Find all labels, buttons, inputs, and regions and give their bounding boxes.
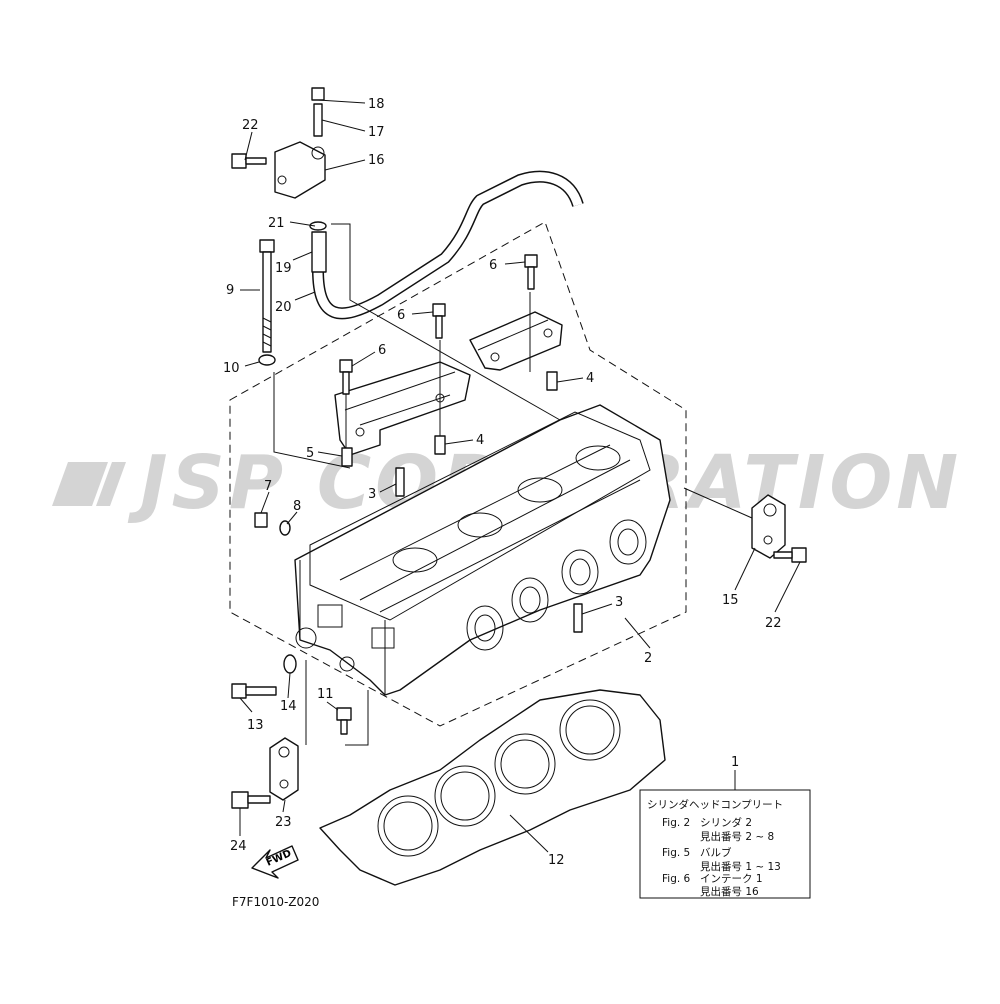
diagram-code: F7F1010-Z020 — [232, 895, 319, 909]
gasket-8 — [279, 520, 291, 536]
legend-fig: Fig. 5 — [662, 847, 690, 859]
bolt-6-b — [432, 303, 446, 339]
dowel-4-a — [546, 371, 558, 391]
callout-6-b: 6 — [397, 308, 405, 323]
callout-3-b: 3 — [615, 595, 623, 610]
callout-13: 13 — [247, 718, 264, 733]
bolt-11 — [336, 707, 352, 735]
callout-16: 16 — [368, 153, 385, 168]
callout-4-b: 4 — [476, 433, 484, 448]
callout-18: 18 — [368, 97, 385, 112]
legend-detail: 見出番号 2 ~ 8 — [700, 830, 774, 843]
callout-21: 21 — [268, 216, 285, 231]
bolt-13 — [231, 683, 277, 699]
legend-name: バルブ — [700, 846, 732, 859]
callout-20: 20 — [275, 300, 292, 315]
breather-hose — [312, 170, 584, 320]
bracket-23 — [269, 737, 299, 801]
callout-6-c: 6 — [378, 343, 386, 358]
bracket-15 — [751, 494, 786, 559]
callout-2: 2 — [644, 651, 652, 666]
callout-7: 7 — [264, 479, 272, 494]
callout-6-a: 6 — [489, 258, 497, 273]
callout-23: 23 — [275, 815, 292, 830]
callout-15: 15 — [722, 593, 739, 608]
fwd-arrow-icon: FWD — [251, 845, 299, 879]
bolt-22-a — [231, 153, 267, 169]
bolt-6-c — [339, 359, 353, 395]
legend-name: シリンダ 2 — [700, 816, 752, 829]
guide-3-b — [573, 603, 583, 633]
callout-3-a: 3 — [368, 487, 376, 502]
bolt-22-b — [773, 547, 807, 563]
bolt-9 — [259, 239, 275, 353]
legend-box — [639, 789, 811, 899]
dowel-5 — [341, 447, 353, 467]
callout-17: 17 — [368, 125, 385, 140]
guide-3-a — [395, 467, 405, 497]
pipe-19 — [309, 221, 327, 273]
callout-24: 24 — [230, 839, 247, 854]
legend-detail: 見出番号 1 ~ 13 — [700, 860, 781, 873]
callout-4-a: 4 — [586, 371, 594, 386]
camshaft-cap-large — [334, 361, 471, 456]
legend-fig: Fig. 2 — [662, 817, 690, 829]
callout-14: 14 — [280, 699, 297, 714]
legend-name: インテーク 1 — [700, 873, 763, 885]
callout-22-b: 22 — [765, 616, 782, 631]
plug-7 — [254, 512, 268, 528]
callout-9: 9 — [226, 283, 234, 298]
bolt-6-a — [524, 254, 538, 290]
callout-19: 19 — [275, 261, 292, 276]
legend-title: シリンダヘッドコンプリート — [647, 798, 783, 811]
legend-panel: シリンダヘッドコンプリート Fig. 2 シリンダ 2 見出番号 2 ~ 8 F… — [639, 789, 811, 899]
washer-14 — [283, 654, 297, 674]
legend-fig: Fig. 6 — [662, 873, 691, 885]
callout-1: 1 — [731, 755, 739, 770]
callout-22-a: 22 — [242, 118, 259, 133]
callout-labels: 18 17 16 22 21 19 20 9 10 6 6 6 4 4 5 3 … — [223, 97, 782, 868]
callout-12: 12 — [548, 853, 565, 868]
callout-8: 8 — [293, 499, 301, 514]
callout-11: 11 — [317, 687, 334, 702]
bracket-16 — [274, 87, 326, 199]
assembly-boundary — [229, 221, 687, 727]
washer-10 — [258, 354, 276, 366]
cylinder-head — [294, 404, 671, 696]
camshaft-cap-small — [469, 311, 563, 371]
leader-lines — [239, 99, 801, 853]
dowel-4-b — [434, 435, 446, 455]
legend-detail: 見出番号 16 — [700, 885, 759, 898]
bolt-24 — [231, 791, 271, 809]
callout-10: 10 — [223, 361, 240, 376]
head-gasket — [319, 689, 666, 886]
callout-5: 5 — [306, 446, 314, 461]
